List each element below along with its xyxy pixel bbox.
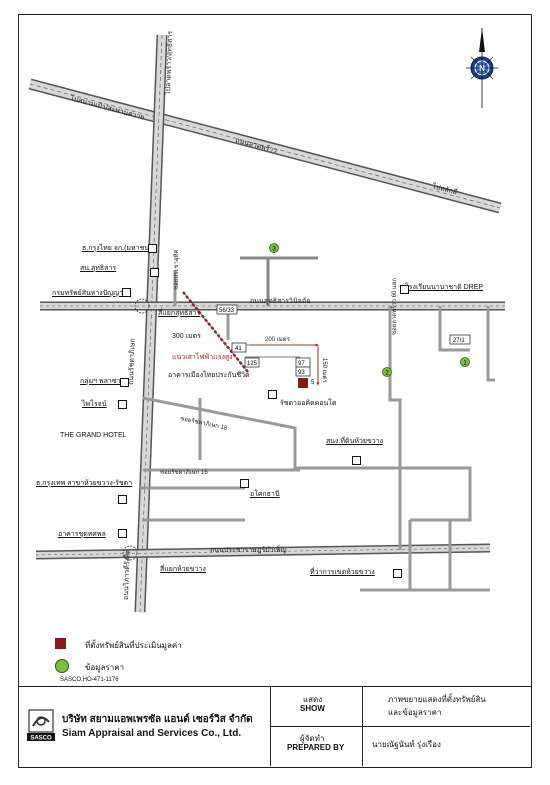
svg-text:27/1: 27/1	[453, 338, 465, 344]
title-block	[18, 686, 532, 768]
place-box-icon	[400, 285, 409, 294]
place-label: สนง.ที่ดินห้วยขวาง	[326, 438, 384, 445]
road-vertical-main	[134, 34, 168, 613]
company-thai-name: บริษัท สยามแอพเพรซัล แอนด์ เซอร์วิส จำกั…	[62, 714, 253, 725]
document-code: SASCO.HO-471-1176	[60, 677, 119, 683]
svg-text:SASCO: SASCO	[30, 736, 52, 742]
legend-comparable-swatch	[55, 659, 69, 673]
place-label: สน.สุทธิสาร	[80, 265, 117, 272]
road-label-soi-16: ซอยรัชดาภิเษก 16	[160, 469, 208, 476]
legend-comparable-label: ข้อมูลราคา	[85, 663, 125, 672]
description-line-2: และข้อมูลราคา	[388, 708, 442, 717]
svg-text:93: 93	[298, 370, 305, 376]
svg-text:97: 97	[298, 361, 305, 367]
place-box-icon	[352, 456, 361, 465]
comparable-marker-3	[269, 243, 279, 253]
place-label: THE GRAND HOTEL	[60, 432, 127, 439]
place-box-icon	[268, 390, 277, 399]
road-label-vibhavadi-left: ถนนวิภาวดีรังสิต	[122, 549, 132, 600]
road-label-huai-khwang: ถนนประชาราษฎร์บำเพ็ญ	[210, 545, 287, 554]
place-label: กลุ่มฯ พลาซ่า	[80, 378, 121, 385]
place-box-icon	[118, 400, 127, 409]
svg-text:2: 2	[385, 371, 389, 377]
place-label: อาคารเมืองไทยประกันชีวิต	[168, 372, 250, 379]
svg-text:125: 125	[247, 361, 258, 367]
place-box-icon	[240, 479, 249, 488]
svg-text:3: 3	[272, 247, 276, 253]
show-label-en: SHOW	[300, 704, 325, 713]
place-label: อาคารชุดทศพล	[58, 531, 106, 538]
place-label: ไพโรจน์	[82, 401, 107, 408]
place-box-icon	[118, 529, 127, 538]
svg-text:41: 41	[235, 346, 242, 352]
comparable-marker-2	[382, 367, 392, 377]
comparable-markers: 1 2 3	[269, 243, 470, 377]
place-label: สี่แยกสุทธิสาร	[158, 310, 201, 317]
place-label: อโศกธานี	[250, 491, 280, 498]
road-label-soi-ladprao: ซอยลาดพร้าว 60 แยก	[391, 278, 398, 335]
show-label-th: แสดง	[303, 695, 323, 704]
svg-text:56/33: 56/33	[219, 308, 235, 314]
company-english-name: Siam Appraisal and Services Co., Ltd.	[62, 728, 242, 739]
soi-roads	[140, 270, 495, 592]
svg-text:1: 1	[463, 361, 467, 367]
legend-subject-swatch	[55, 638, 66, 649]
company-logo-icon: SASCO	[27, 709, 55, 742]
place-box-icon	[150, 268, 159, 277]
place-box-icon	[148, 244, 157, 253]
prepared-label-th: ผู้จัดทำ	[300, 734, 325, 743]
subject-property-marker	[298, 378, 308, 388]
road-label-vibhavadi-a: ไปลาดพร้าว/สุทธิสาร	[163, 31, 174, 97]
preparer-name: นายณัฐนันท์ รุ่งเรือง	[372, 740, 441, 749]
legend-subject-label: ที่ตั้งทรัพย์สินที่ประเมินมูลค่า	[85, 641, 182, 650]
place-label: ธ.กรุงไทย จก.(มหาชน)	[82, 245, 152, 252]
svg-text:150 เมตร: 150 เมตร	[321, 358, 328, 384]
road-label-sutthisan: ถนนสุทธิสารวินิจฉัย	[250, 297, 311, 305]
place-box-icon	[393, 569, 402, 578]
road-label-soi-18: ซอยรัชดาภิเษก 18	[180, 415, 229, 432]
place-label: รัชดาออคิดคอนโด	[280, 400, 337, 407]
road-label-ratchada: ถนนรัชดาภิเษก	[127, 338, 137, 385]
place-label: แนวเสาไฟฟ้าแรงสูง	[172, 354, 233, 361]
place-label: ธ.กรุงเทพ สาขาห้วยขวาง-รัชดา	[36, 480, 133, 487]
svg-text:200 เมตร: 200 เมตร	[265, 336, 291, 343]
place-label: 300 เมตร	[172, 333, 201, 340]
place-box-icon	[120, 378, 129, 387]
road-label-soi-pracha: ซอยประชาอุทิศ	[173, 250, 180, 290]
svg-text:5: 5	[311, 380, 315, 386]
place-label: สี่แยกห้วยขวาง	[160, 566, 206, 573]
place-label: กรมทรัพย์สินทางปัญญา	[52, 290, 124, 297]
place-label: โรงเรียนนานาชาติ DREP	[405, 284, 484, 291]
north-label: N	[479, 64, 485, 73]
description-line-1: ภาพขยายแสดงที่ตั้งทรัพย์สิน	[388, 695, 486, 704]
title-block-divider-h	[270, 726, 530, 727]
place-box-icon	[118, 495, 127, 504]
place-box-icon	[122, 288, 131, 297]
comparable-marker-1	[460, 357, 470, 367]
place-label: ที่ว่าการเขตห้วยขวาง	[310, 569, 375, 576]
prepared-label-en: PREPARED BY	[287, 743, 345, 752]
compass-rose-icon: N	[466, 28, 498, 108]
road-pracharat	[35, 543, 491, 560]
road-diagonal-upper	[28, 78, 502, 214]
